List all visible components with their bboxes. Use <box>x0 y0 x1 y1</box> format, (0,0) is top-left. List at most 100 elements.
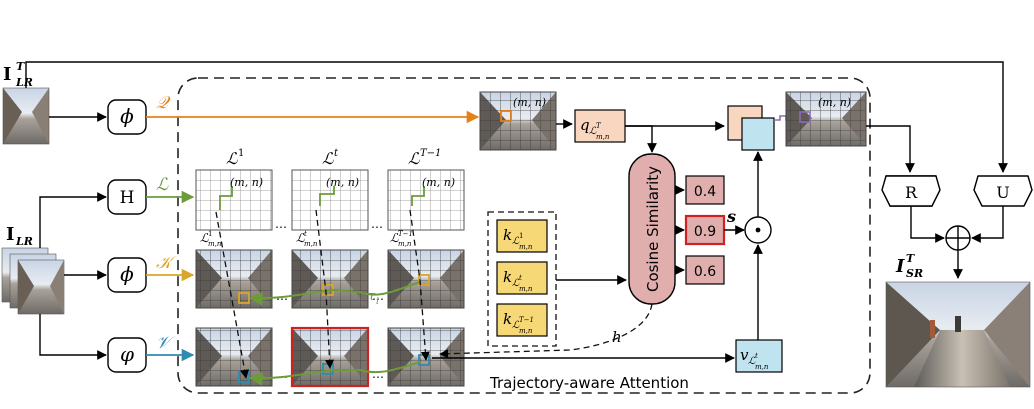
cosine-similarity-block: Cosine Similarity <box>628 153 676 305</box>
query-coord: (m, n) <box>513 96 546 109</box>
svg-text:T−1: T−1 <box>398 230 413 238</box>
location-map-t <box>291 169 369 231</box>
query-token: q ℒ T m,n <box>574 109 626 143</box>
svg-text:ℒ: ℒ <box>748 356 756 367</box>
svg-text:ℒ: ℒ <box>408 149 420 168</box>
svg-text:t: t <box>519 274 522 282</box>
svg-text:k: k <box>503 226 512 244</box>
svg-text:Cosine Similarity: Cosine Similarity <box>644 166 662 292</box>
target-to-upsample <box>25 61 1008 173</box>
svg-text:ℒ: ℒ <box>512 278 520 289</box>
argmax-link <box>439 303 653 359</box>
svg-text:1: 1 <box>238 148 244 159</box>
location-map-1 <box>195 169 273 231</box>
svg-text:ℒ: ℒ <box>512 236 520 247</box>
output-feature-frame <box>785 91 867 147</box>
trajectory-label: τ i <box>368 289 379 307</box>
key-token-t: k ℒ t m,n <box>496 261 548 295</box>
score-symbol: s <box>726 207 736 226</box>
svg-text:1: 1 <box>208 230 212 238</box>
trajectory-key-row <box>248 281 421 306</box>
svg-text:0.9: 0.9 <box>694 224 716 240</box>
svg-text:ℒ: ℒ <box>200 231 209 245</box>
target-frame-image <box>2 87 50 145</box>
key-tokens-container <box>487 211 557 347</box>
output-label: I SR T <box>895 252 923 280</box>
value-token: v ℒ t m,n <box>735 339 783 373</box>
svg-text:m,n: m,n <box>304 240 318 248</box>
svg-text:t: t <box>334 148 339 159</box>
score-box-3: 0.6 <box>685 255 725 285</box>
svg-text:0.6: 0.6 <box>694 264 716 280</box>
map-t-coord: (m, n) <box>326 176 359 189</box>
value-frame-1 <box>195 327 273 387</box>
svg-text:k: k <box>503 310 512 328</box>
reconstruction-module: R <box>881 175 941 207</box>
svg-text:m,n: m,n <box>519 285 533 293</box>
argmax-symbol: h <box>612 328 622 346</box>
guide-dashes-1 <box>215 211 250 379</box>
phi-k-operator: ϕ <box>107 257 147 293</box>
svg-text:I: I <box>895 256 905 277</box>
svg-text:T−1: T−1 <box>519 316 534 324</box>
svg-text:H: H <box>120 188 135 208</box>
svg-text:T−1: T−1 <box>420 148 441 159</box>
svg-text:m,n: m,n <box>755 363 769 371</box>
svg-text:φ: φ <box>120 342 134 366</box>
svg-text:ℒ: ℒ <box>322 149 334 168</box>
svg-text:ϕ: ϕ <box>120 262 134 286</box>
merged-feature-squares <box>727 105 775 151</box>
sequence-to-varphi-v <box>39 314 107 360</box>
svg-text:LR: LR <box>15 235 33 248</box>
map-label-t-1: ℒ T−1 <box>408 148 441 168</box>
svg-text:t: t <box>304 230 307 238</box>
svg-text:m,n: m,n <box>596 133 610 141</box>
key-frame-t <box>291 249 369 309</box>
svg-text:t: t <box>755 352 758 360</box>
query-frame <box>479 91 557 151</box>
output-frame-to-r <box>866 125 915 173</box>
svg-text:U: U <box>996 183 1009 202</box>
key-token-1: k ℒ 1 m,n <box>496 219 548 253</box>
guide-dashes-t <box>315 209 335 369</box>
ellipsis-value-1: … <box>276 367 288 381</box>
svg-text:v: v <box>740 346 749 364</box>
value-frame-t <box>290 326 370 388</box>
dot-product-operator <box>744 216 772 244</box>
svg-text:i: i <box>376 297 379 307</box>
module-caption: Trajectory-aware Attention <box>489 374 689 392</box>
ellipsis-value-2: … <box>372 367 384 381</box>
svg-text:I: I <box>6 224 14 245</box>
svg-text:ℒ: ℒ <box>226 149 238 168</box>
svg-text:τ: τ <box>368 289 376 304</box>
u-to-add <box>971 206 1004 243</box>
ellipsis-location-1: … <box>275 217 287 231</box>
svg-text:ℒ: ℒ <box>296 231 305 245</box>
loc-label-1: ℒ 1 m,n <box>200 230 222 248</box>
svg-text:0.4: 0.4 <box>694 184 716 200</box>
svg-text:m,n: m,n <box>398 240 412 248</box>
phi-q-operator: ϕ <box>107 99 147 135</box>
map-1-coord: (m, n) <box>230 176 263 189</box>
query-token-to-similarity <box>625 125 657 153</box>
add-operator <box>945 225 971 251</box>
value-frame-t-1 <box>387 327 465 387</box>
sequence-label: I LR <box>6 224 33 248</box>
key-frame-1 <box>195 249 273 309</box>
svg-text:T: T <box>596 122 602 130</box>
map-t-1-coord: (m, n) <box>422 176 455 189</box>
svg-text:ℒ: ℒ <box>512 320 520 331</box>
output-sr-image <box>885 281 1031 388</box>
trajectory-value-row <box>248 361 421 386</box>
query-stream-label: 𝒬 <box>156 93 171 113</box>
svg-text:T: T <box>906 252 915 265</box>
location-map-t-1 <box>387 169 465 231</box>
score-box-2: 0.9 <box>684 214 726 246</box>
svg-text:k: k <box>503 268 512 286</box>
sequence-to-h <box>39 192 107 248</box>
h-operator: H <box>107 179 147 215</box>
ellipsis-location-2: … <box>371 217 383 231</box>
score-box-1: 0.4 <box>685 175 725 205</box>
attention-module-frame <box>177 77 871 394</box>
